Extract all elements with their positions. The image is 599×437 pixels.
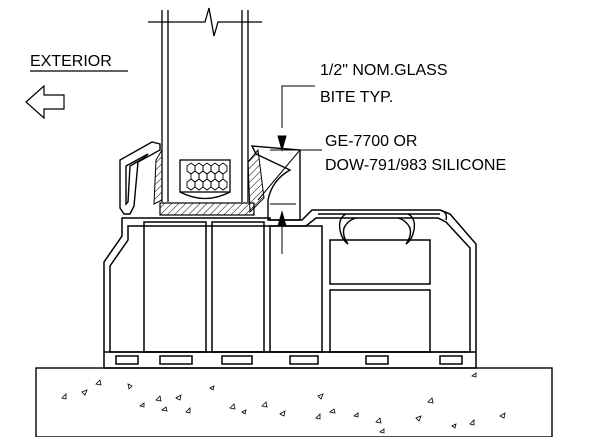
sill-frame (103, 209, 477, 369)
exterior-sealant-bead (153, 148, 163, 205)
exterior-label: EXTERIOR (30, 53, 112, 70)
concrete-aggregate (61, 372, 506, 434)
glass-unit (148, 7, 262, 202)
sealant-label-line1: GE-7700 OR (325, 133, 417, 150)
glass-bite-label-line2: BITE TYP. (320, 89, 393, 106)
exterior-arrow-icon (25, 84, 65, 120)
glass-bite-label-line1: 1/2" NOM.GLASS (320, 62, 448, 79)
sill-clip (318, 209, 448, 245)
exterior-glazing-bead (119, 141, 161, 215)
desiccant-pattern (186, 162, 228, 191)
interior-sealant-bead (247, 148, 265, 214)
sealant-label-line2: DOW-791/983 SILICONE (325, 157, 506, 174)
setting-block (159, 202, 255, 216)
glass-bite-dimension (270, 85, 315, 254)
concrete-base (35, 367, 553, 437)
sealant-leader (257, 149, 322, 201)
